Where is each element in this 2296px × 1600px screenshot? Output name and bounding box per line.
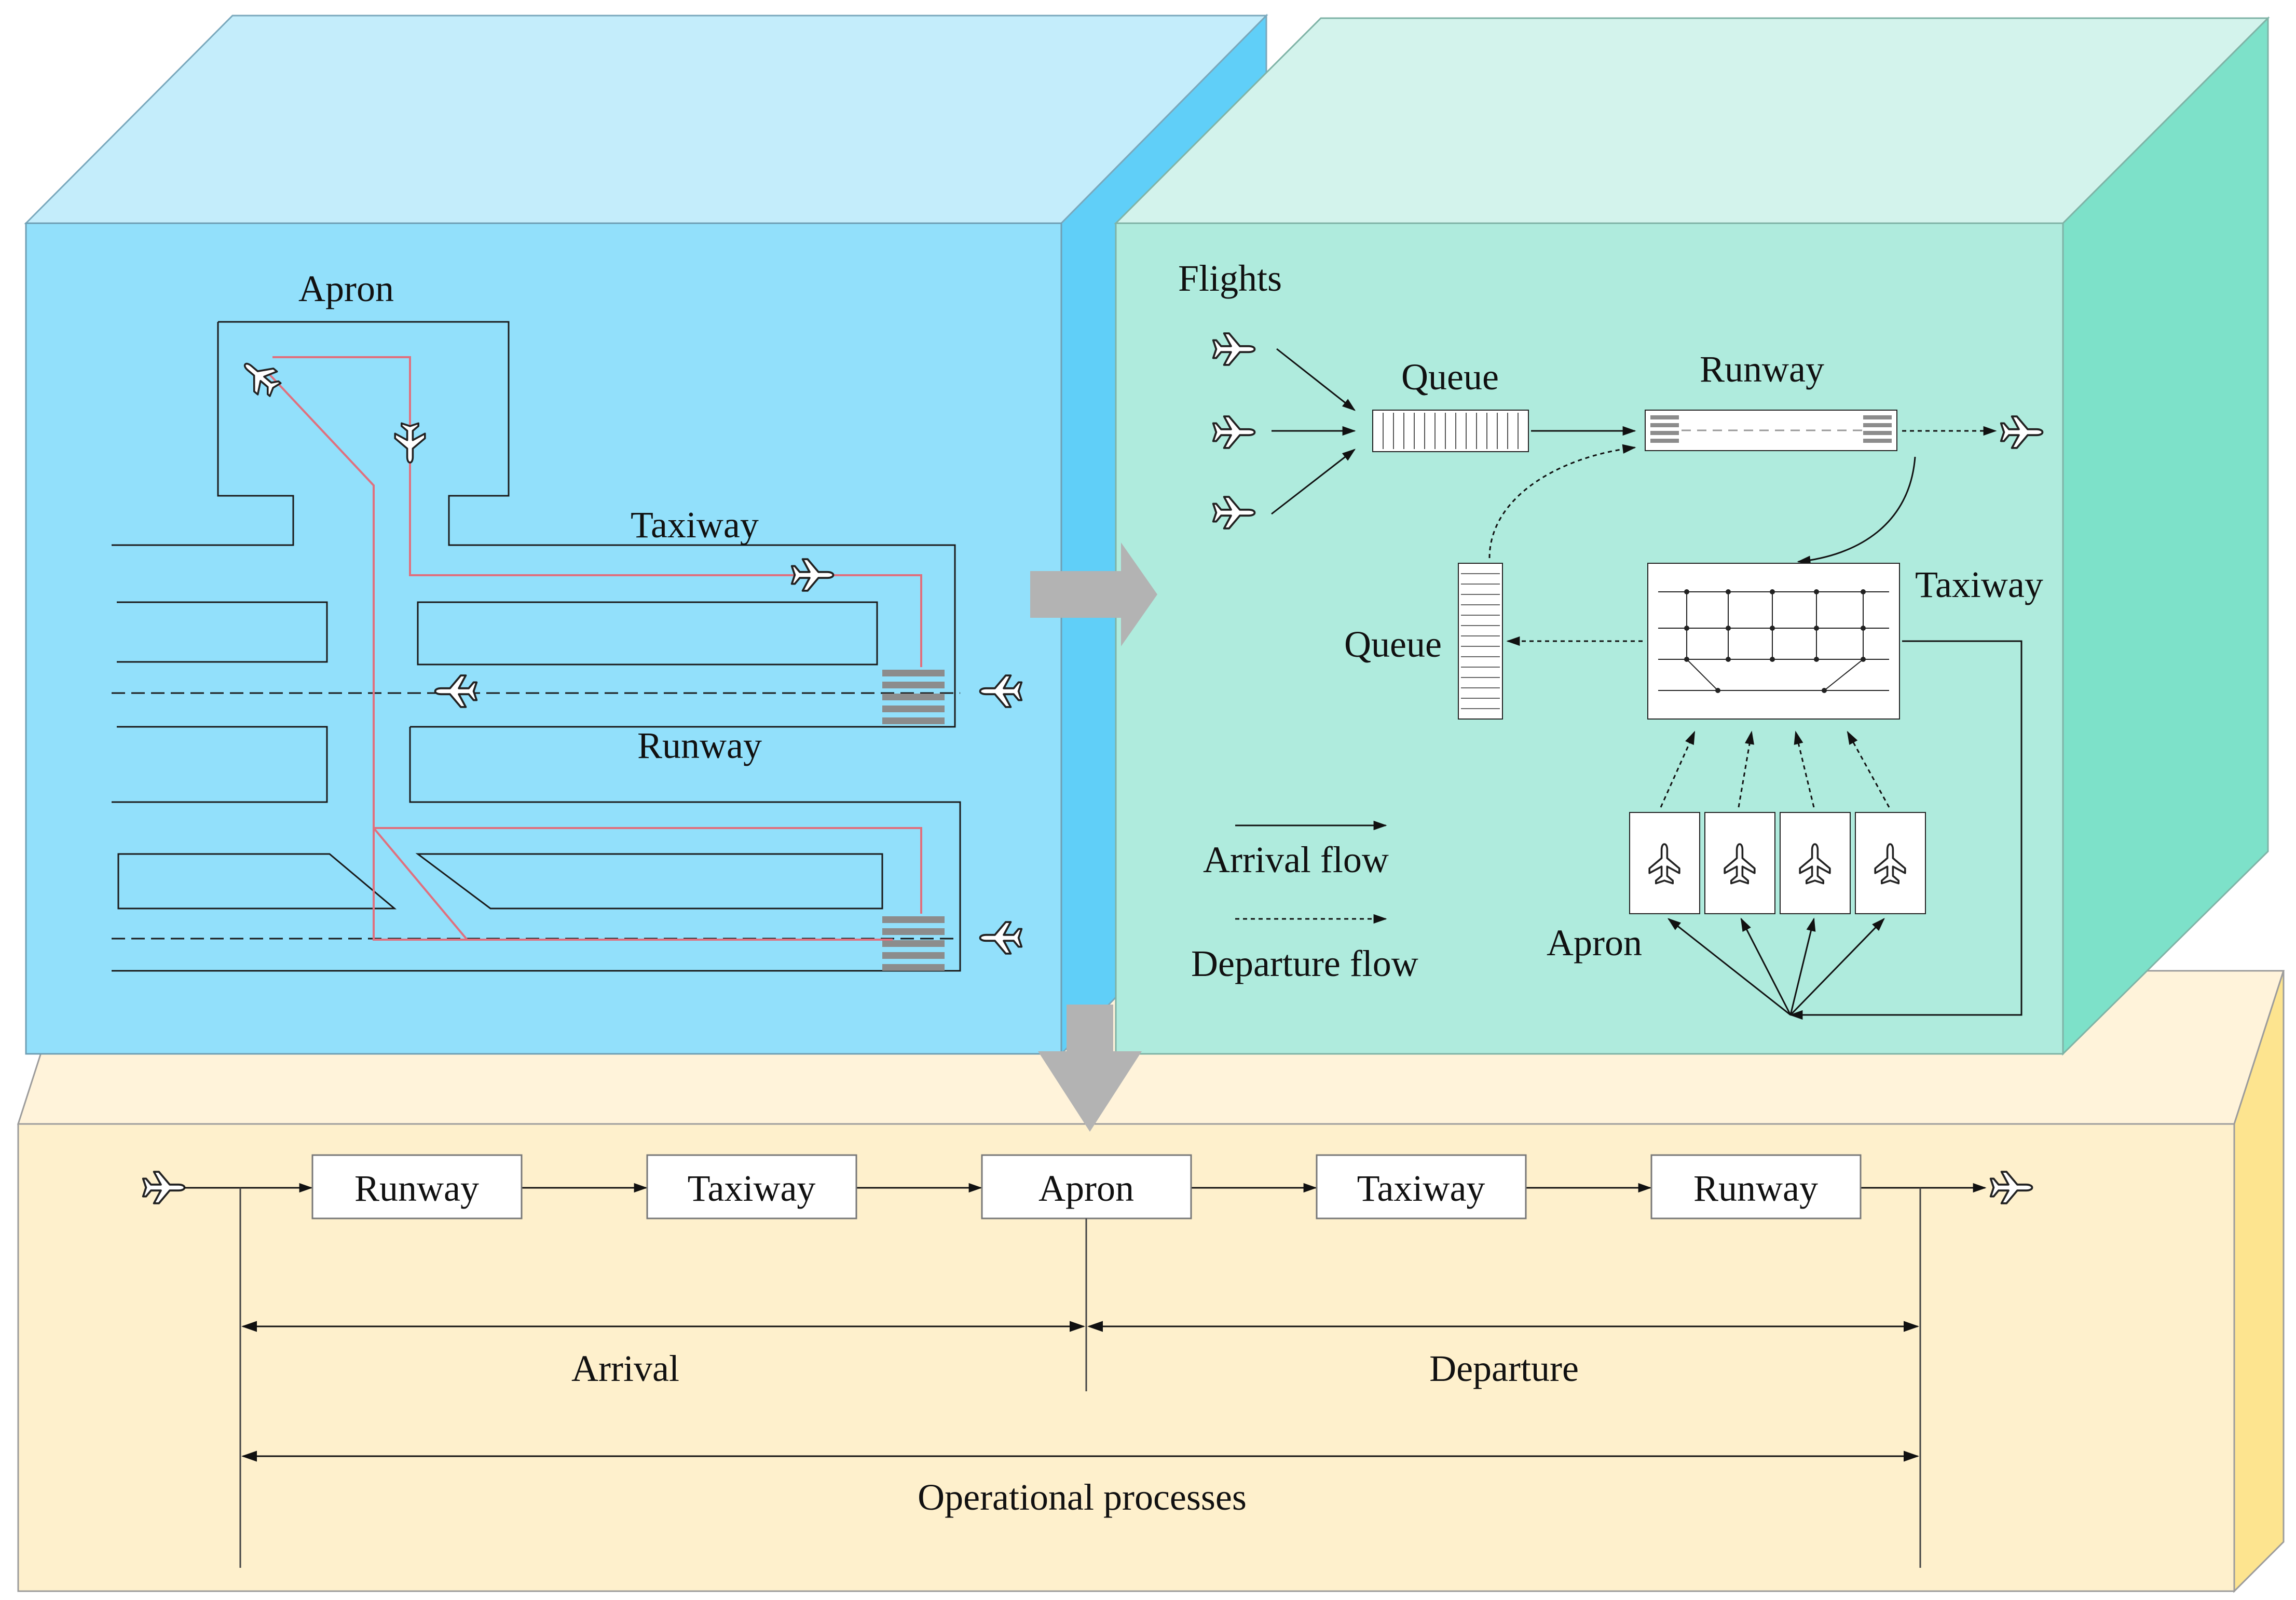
apron-stands	[1629, 812, 1926, 914]
process-step-box	[311, 1154, 523, 1219]
right-runway-label: Runway	[1700, 348, 1824, 390]
right-taxiway-label: Taxiway	[1915, 564, 2043, 605]
arrival-flow-arrows	[1271, 348, 1636, 515]
left-runway-label: Runway	[637, 725, 762, 766]
process-arrow-icon	[1038, 1005, 1142, 1132]
right-network-box	[1114, 16, 2270, 1056]
process-steps: Runway Taxiway Apron Taxiway Runway	[311, 1154, 1862, 1219]
taxiway-block	[409, 727, 961, 972]
flow-legend: Arrival flow Departure flow	[1191, 820, 1418, 984]
arrival-queue	[1372, 410, 1529, 452]
aircraft-routes	[269, 356, 922, 941]
process-step-box	[1650, 1154, 1862, 1219]
taxiway-block	[117, 601, 328, 663]
departure-queue	[1458, 563, 1503, 720]
process-step-taxiway-arrival: Taxiway	[688, 1168, 816, 1209]
runway-to-taxiway-arrow	[1797, 456, 1916, 565]
queue-left-label: Queue	[1344, 623, 1442, 665]
departure-label: Departure	[1429, 1348, 1579, 1389]
stand-arrival-arrows	[1667, 917, 1885, 1016]
process-step-box	[1316, 1154, 1527, 1219]
arrival-flow-label: Arrival flow	[1203, 839, 1389, 880]
left-taxiway-label: Taxiway	[631, 504, 759, 546]
process-timeline	[239, 1188, 1921, 1568]
right-runway	[1645, 410, 1897, 451]
flights-label: Flights	[1178, 257, 1282, 299]
process-step-box	[981, 1154, 1192, 1219]
taxiway-block	[415, 853, 883, 910]
taxiway-network	[1647, 563, 1900, 720]
runway-threshold-marks	[882, 670, 945, 971]
apron-outline-left	[112, 322, 294, 546]
stand-departure-arrows	[1660, 730, 1890, 808]
process-step-apron: Apron	[1038, 1168, 1134, 1209]
queue-to-runway-arrow	[1488, 444, 1636, 559]
queue-top-label: Queue	[1401, 356, 1499, 398]
taxiway-block	[417, 601, 878, 666]
process-step-runway-departure: Runway	[1693, 1168, 1818, 1209]
process-step-runway-arrival: Runway	[354, 1168, 479, 1209]
process-arrow-icon	[1030, 543, 1157, 646]
taxiway-block	[117, 853, 397, 910]
taxiway-block	[112, 726, 328, 803]
taxiway-to-apron-arrow	[1789, 640, 2022, 1020]
left-apron-label: Apron	[298, 268, 394, 309]
right-apron-label: Apron	[1547, 922, 1642, 964]
process-step-taxiway-departure: Taxiway	[1357, 1168, 1485, 1209]
operational-processes-label: Operational processes	[918, 1476, 1247, 1518]
departure-flow-label: Departure flow	[1191, 943, 1418, 984]
arrival-label: Arrival	[571, 1348, 679, 1389]
apron-outline	[218, 321, 956, 728]
process-step-box	[646, 1154, 857, 1219]
